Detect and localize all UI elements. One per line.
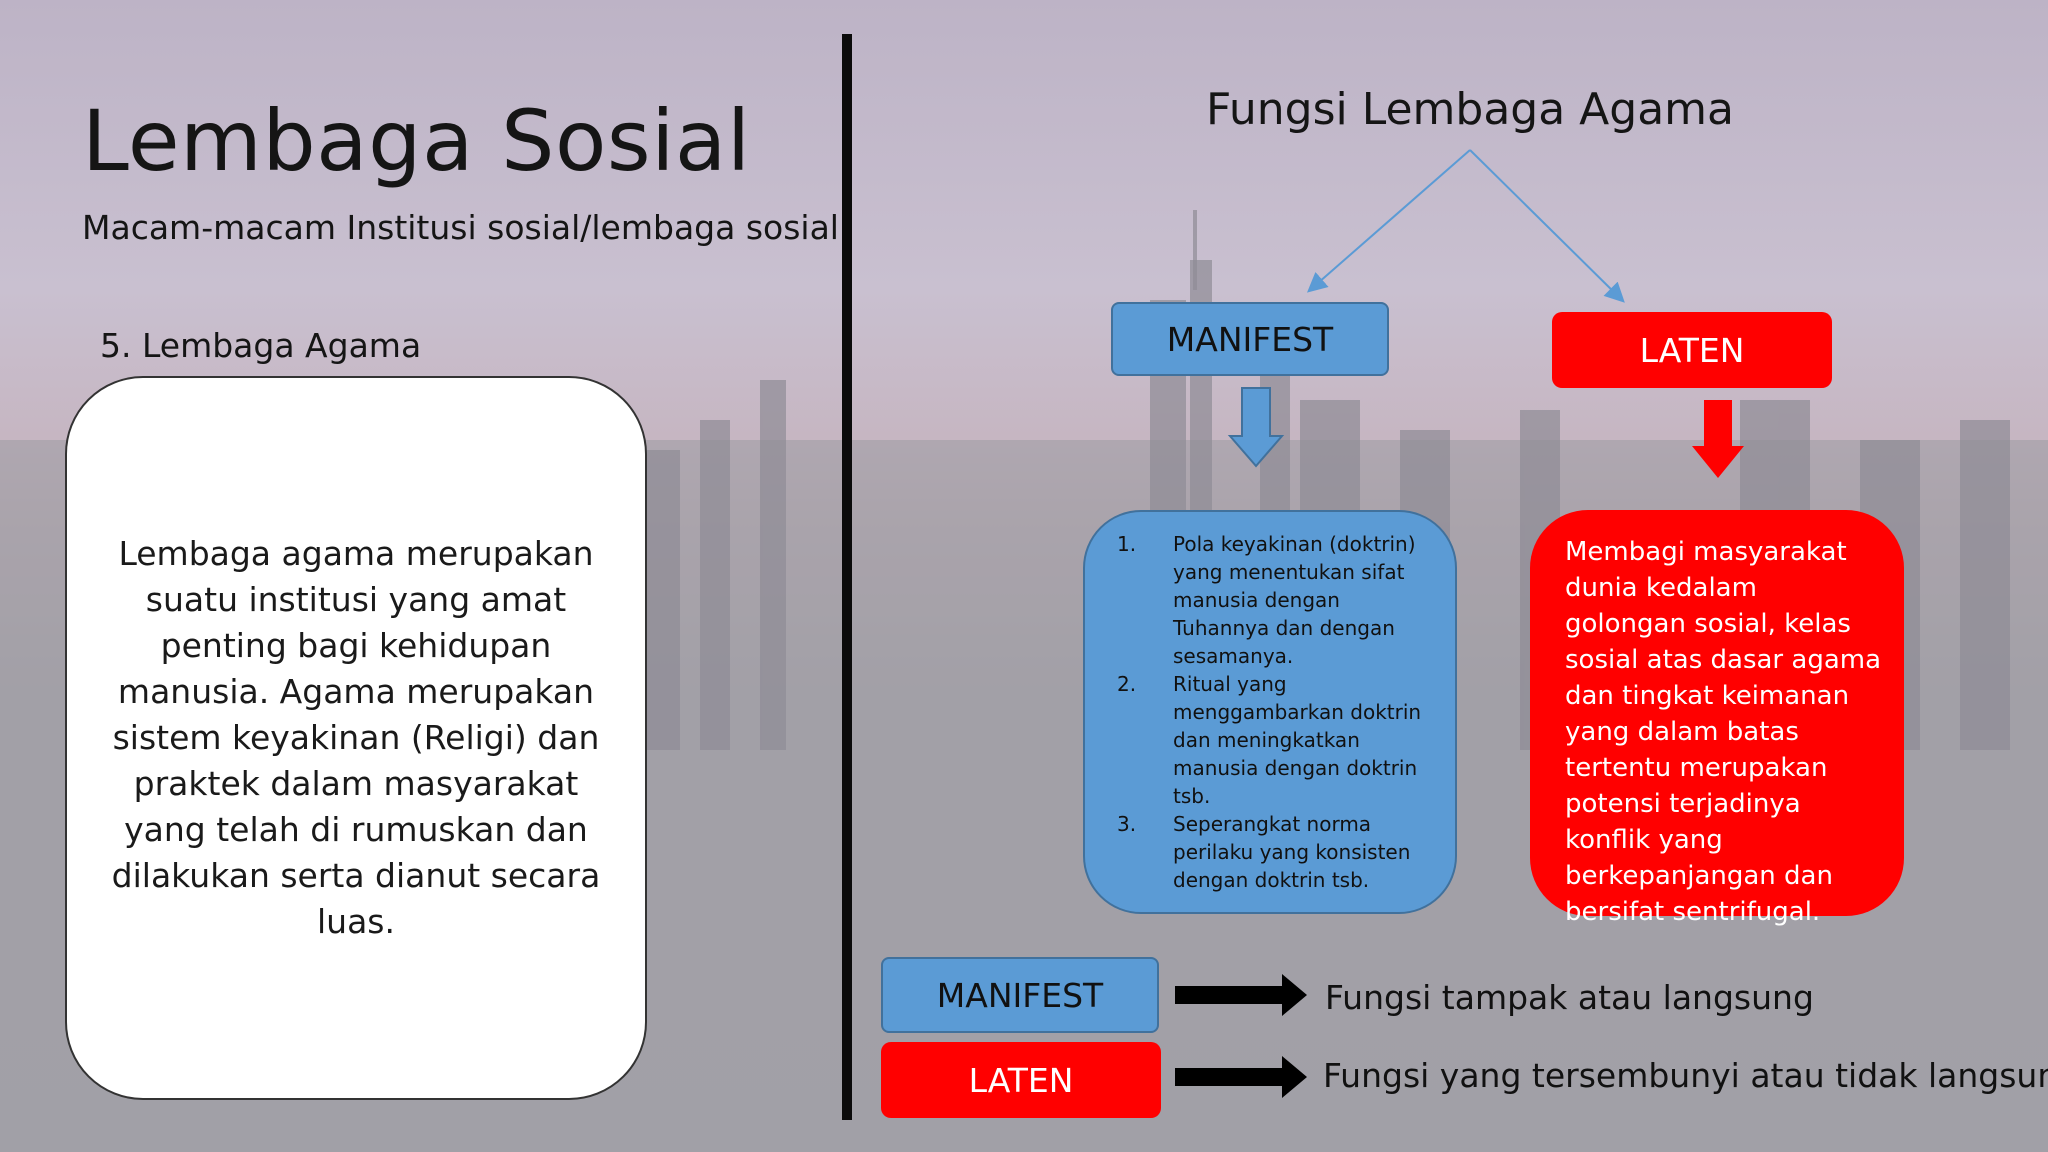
laten-box: LATEN [1552,312,1832,388]
diagram-title: Fungsi Lembaga Agama [1206,84,1734,135]
description-box: Lembaga agama merupakan suatu institusi … [65,376,647,1100]
description-text: Lembaga agama merupakan suatu institusi … [111,534,601,941]
legend-manifest-label: MANIFEST [881,957,1159,1033]
legend-laten-description: Fungsi yang tersembunyi atau tidak langs… [1323,1056,2048,1095]
legend-laten-arrow-icon [1175,1056,1307,1098]
page-title: Lembaga Sosial [82,92,751,190]
list-item-text: Pola keyakinan (doktrin) yang menentukan… [1173,532,1416,668]
page-subtitle: Macam-macam Institusi sosial/lembaga sos… [82,208,839,247]
manifest-down-arrow-icon [1227,387,1285,468]
list-item: 2. Ritual yang menggambarkan doktrin dan… [1117,670,1433,810]
section-label: 5. Lembaga Agama [100,326,422,365]
vertical-divider [842,34,852,1120]
list-item-text: Ritual yang menggambarkan doktrin dan me… [1173,672,1422,808]
laten-detail-box: Membagi masyarakat dunia kedalam golonga… [1530,510,1904,927]
manifest-list: 1. Pola keyakinan (doktrin) yang menentu… [1117,530,1433,894]
connector-to-laten [1469,149,1625,303]
list-item-number: 2. [1117,672,1137,696]
list-item-number: 1. [1117,532,1137,556]
laten-down-arrow-icon [1692,400,1744,478]
legend-laten-label: LATEN [881,1042,1161,1118]
list-item: 3. Seperangkat norma perilaku yang konsi… [1117,810,1433,894]
legend-manifest-arrow-icon [1175,974,1307,1016]
list-item-number: 3. [1117,812,1137,836]
list-item-text: Seperangkat norma perilaku yang konsiste… [1173,812,1411,892]
manifest-detail-box: 1. Pola keyakinan (doktrin) yang menentu… [1083,510,1457,914]
list-item: 1. Pola keyakinan (doktrin) yang menentu… [1117,530,1433,670]
legend-manifest-description: Fungsi tampak atau langsung [1325,978,1814,1017]
connector-to-manifest [1306,149,1471,293]
manifest-box: MANIFEST [1111,302,1389,376]
